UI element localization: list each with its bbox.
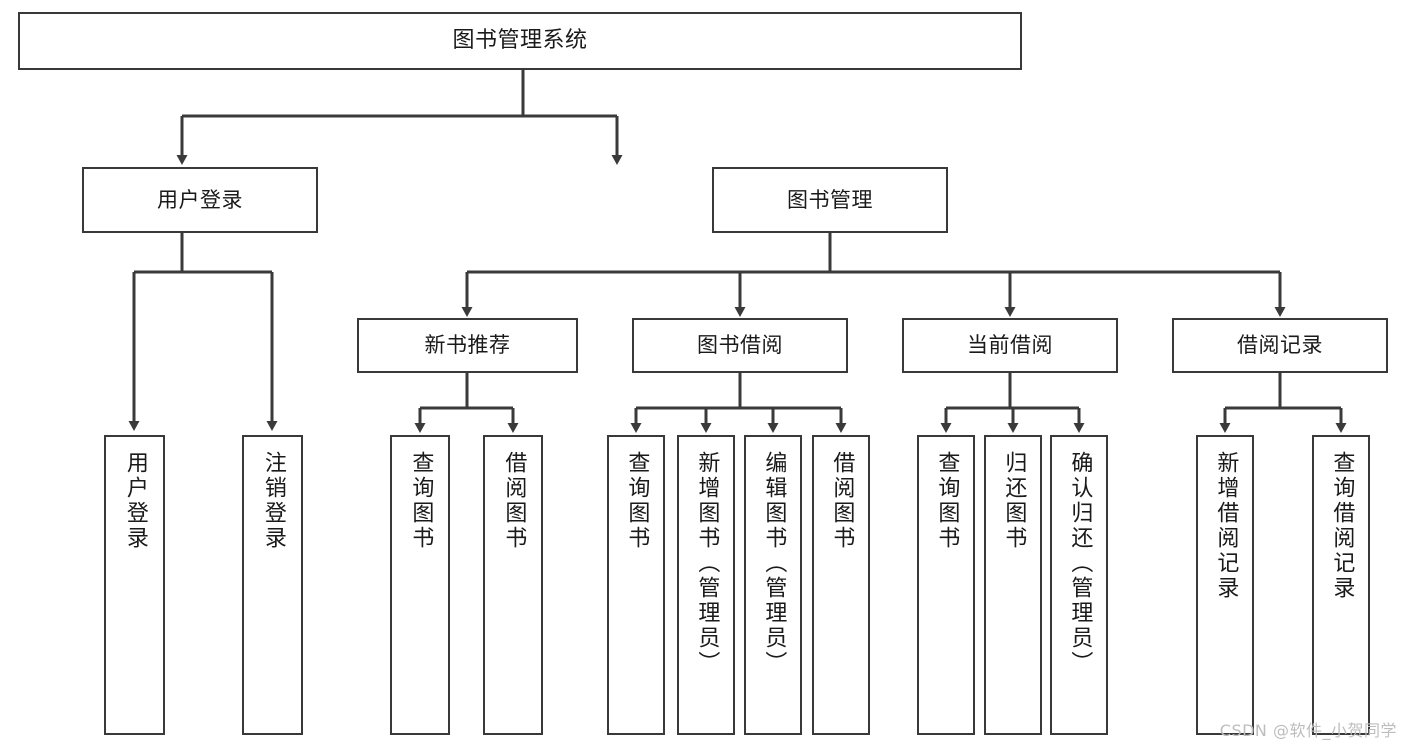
watermark-text: CSDN @软件_小贺同学 bbox=[1219, 721, 1397, 740]
node-label: 确认归还（管理员） bbox=[1067, 451, 1093, 676]
leaf-book-borrow-add-book-admin[interactable]: 新增图书（管理员） bbox=[677, 435, 735, 735]
node-label: 新书推荐 bbox=[424, 333, 511, 358]
leaf-book-borrow-borrow-book[interactable]: 借阅图书 bbox=[812, 435, 870, 735]
node-label: 借阅记录 bbox=[1237, 333, 1323, 358]
node-label: 编辑图书（管理员） bbox=[761, 451, 787, 676]
node-label: 当前借阅 bbox=[967, 333, 1053, 358]
leaf-book-borrow-query-book[interactable]: 查询图书 bbox=[607, 435, 665, 735]
node-book-management[interactable]: 图书管理 bbox=[712, 167, 948, 233]
leaf-new-book-query-book[interactable]: 查询图书 bbox=[390, 435, 450, 735]
node-label: 借阅图书 bbox=[829, 451, 855, 551]
node-label: 图书管理系统 bbox=[452, 28, 588, 54]
node-user-login[interactable]: 用户登录 bbox=[82, 167, 318, 233]
leaf-user-login-login[interactable]: 用户登录 bbox=[104, 435, 165, 735]
node-label: 新增图书（管理员） bbox=[694, 451, 720, 676]
node-label: 查询图书 bbox=[408, 451, 434, 551]
node-new-book-recommend[interactable]: 新书推荐 bbox=[357, 318, 578, 373]
leaf-borrow-record-add-record[interactable]: 新增借阅记录 bbox=[1196, 435, 1254, 735]
node-borrow-record[interactable]: 借阅记录 bbox=[1172, 318, 1388, 373]
leaf-current-borrow-confirm-return-admin[interactable]: 确认归还（管理员） bbox=[1050, 435, 1108, 735]
leaf-borrow-record-query-record[interactable]: 查询借阅记录 bbox=[1312, 435, 1370, 735]
node-current-borrow[interactable]: 当前借阅 bbox=[902, 318, 1118, 373]
node-label: 借阅图书 bbox=[501, 451, 527, 551]
node-label: 查询图书 bbox=[934, 451, 960, 551]
leaf-user-login-logout[interactable]: 注销登录 bbox=[242, 435, 303, 735]
node-label: 用户登录 bbox=[122, 451, 148, 551]
node-label: 归还图书 bbox=[1001, 451, 1027, 551]
node-label: 查询借阅记录 bbox=[1329, 451, 1355, 601]
node-label: 用户登录 bbox=[157, 187, 243, 212]
node-root-book-management-system[interactable]: 图书管理系统 bbox=[18, 12, 1022, 70]
node-label: 图书借阅 bbox=[697, 333, 783, 358]
node-label: 新增借阅记录 bbox=[1213, 451, 1239, 601]
node-label: 查询图书 bbox=[624, 451, 650, 551]
node-book-borrow[interactable]: 图书借阅 bbox=[632, 318, 848, 373]
leaf-new-book-borrow-book[interactable]: 借阅图书 bbox=[483, 435, 543, 735]
leaf-current-borrow-query-book[interactable]: 查询图书 bbox=[917, 435, 975, 735]
leaf-current-borrow-return-book[interactable]: 归还图书 bbox=[984, 435, 1042, 735]
node-label: 图书管理 bbox=[787, 187, 873, 212]
node-label: 注销登录 bbox=[260, 451, 286, 551]
leaf-book-borrow-edit-book-admin[interactable]: 编辑图书（管理员） bbox=[744, 435, 802, 735]
